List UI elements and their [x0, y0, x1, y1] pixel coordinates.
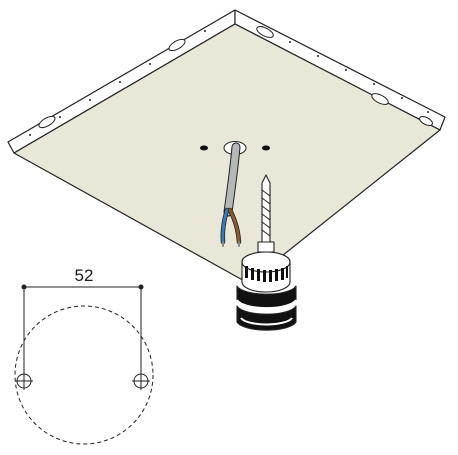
panel-top-face: [13, 23, 441, 284]
drill-icon: [236, 174, 297, 331]
mounting-hole-icon: [132, 372, 150, 390]
mounting-hole-icon: [200, 145, 208, 151]
edge-knockouts: [38, 26, 433, 129]
cable-icon: [220, 142, 242, 247]
base-outline: [14, 305, 154, 445]
dimension-drawing: [14, 284, 154, 445]
mounting-hole-icon: [262, 145, 270, 151]
dimension-label: 52: [75, 266, 94, 285]
mounting-hole-icon: [15, 372, 33, 390]
